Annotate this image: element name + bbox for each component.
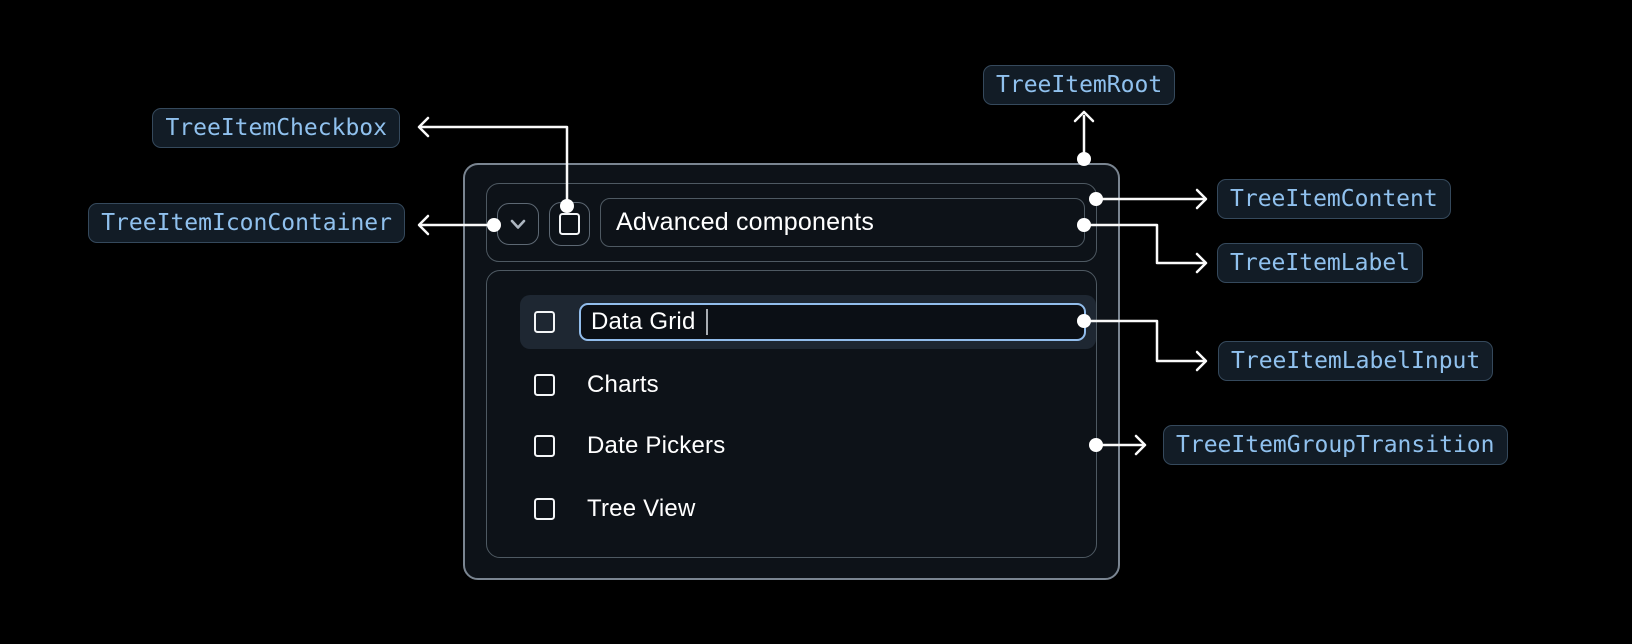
tree-item-root: Advanced components Charts Date Pickers … [463,163,1120,580]
tree-item-label[interactable]: Advanced components [600,198,1085,247]
tree-row-charts[interactable]: Charts [520,363,1096,407]
annotation-label: TreeItemIconContainer [101,210,392,236]
tree-item-label-input[interactable] [579,303,1086,341]
annotation-tree-item-root: TreeItemRoot [983,65,1176,105]
tree-item-icon-container[interactable] [497,203,539,245]
annotation-label: TreeItemCheckbox [165,115,387,141]
annotation-label: TreeItemLabel [1230,250,1411,276]
annotation-tree-item-label: TreeItemLabel [1217,243,1424,283]
annotation-tree-item-group-transition: TreeItemGroupTransition [1163,425,1508,465]
tree-item-label: Tree View [587,495,696,522]
checkbox-unchecked-icon[interactable] [534,498,555,520]
tree-item-label: Date Pickers [587,432,726,459]
text-cursor [706,309,708,335]
annotation-tree-item-content: TreeItemContent [1217,179,1451,219]
tree-row-editing[interactable] [520,295,1096,349]
arrow-tree-item-root [1073,110,1095,160]
annotation-label: TreeItemGroupTransition [1176,432,1495,458]
chevron-down-icon [510,219,526,229]
tree-item-checkbox[interactable] [549,202,590,246]
parent-item-label: Advanced components [616,208,875,236]
tree-row-tree-view[interactable]: Tree View [520,487,1096,531]
checkbox-unchecked-icon[interactable] [534,311,555,333]
tree-item-content[interactable]: Advanced components [486,183,1097,262]
tree-item-label: Charts [587,371,659,398]
annotation-tree-item-checkbox: TreeItemCheckbox [152,108,400,148]
checkbox-unchecked-icon[interactable] [534,435,555,457]
tree-row-date-pickers[interactable]: Date Pickers [520,424,1096,468]
annotation-label: TreeItemLabelInput [1231,348,1481,374]
annotation-label: TreeItemContent [1230,186,1438,212]
annotation-tree-item-label-input: TreeItemLabelInput [1218,341,1494,381]
annotation-tree-item-icon-container: TreeItemIconContainer [88,203,405,243]
checkbox-unchecked-icon[interactable] [534,374,555,396]
annotation-label: TreeItemRoot [996,72,1163,98]
checkbox-unchecked-icon [559,213,580,235]
tree-item-group-transition: Charts Date Pickers Tree View [486,270,1097,558]
